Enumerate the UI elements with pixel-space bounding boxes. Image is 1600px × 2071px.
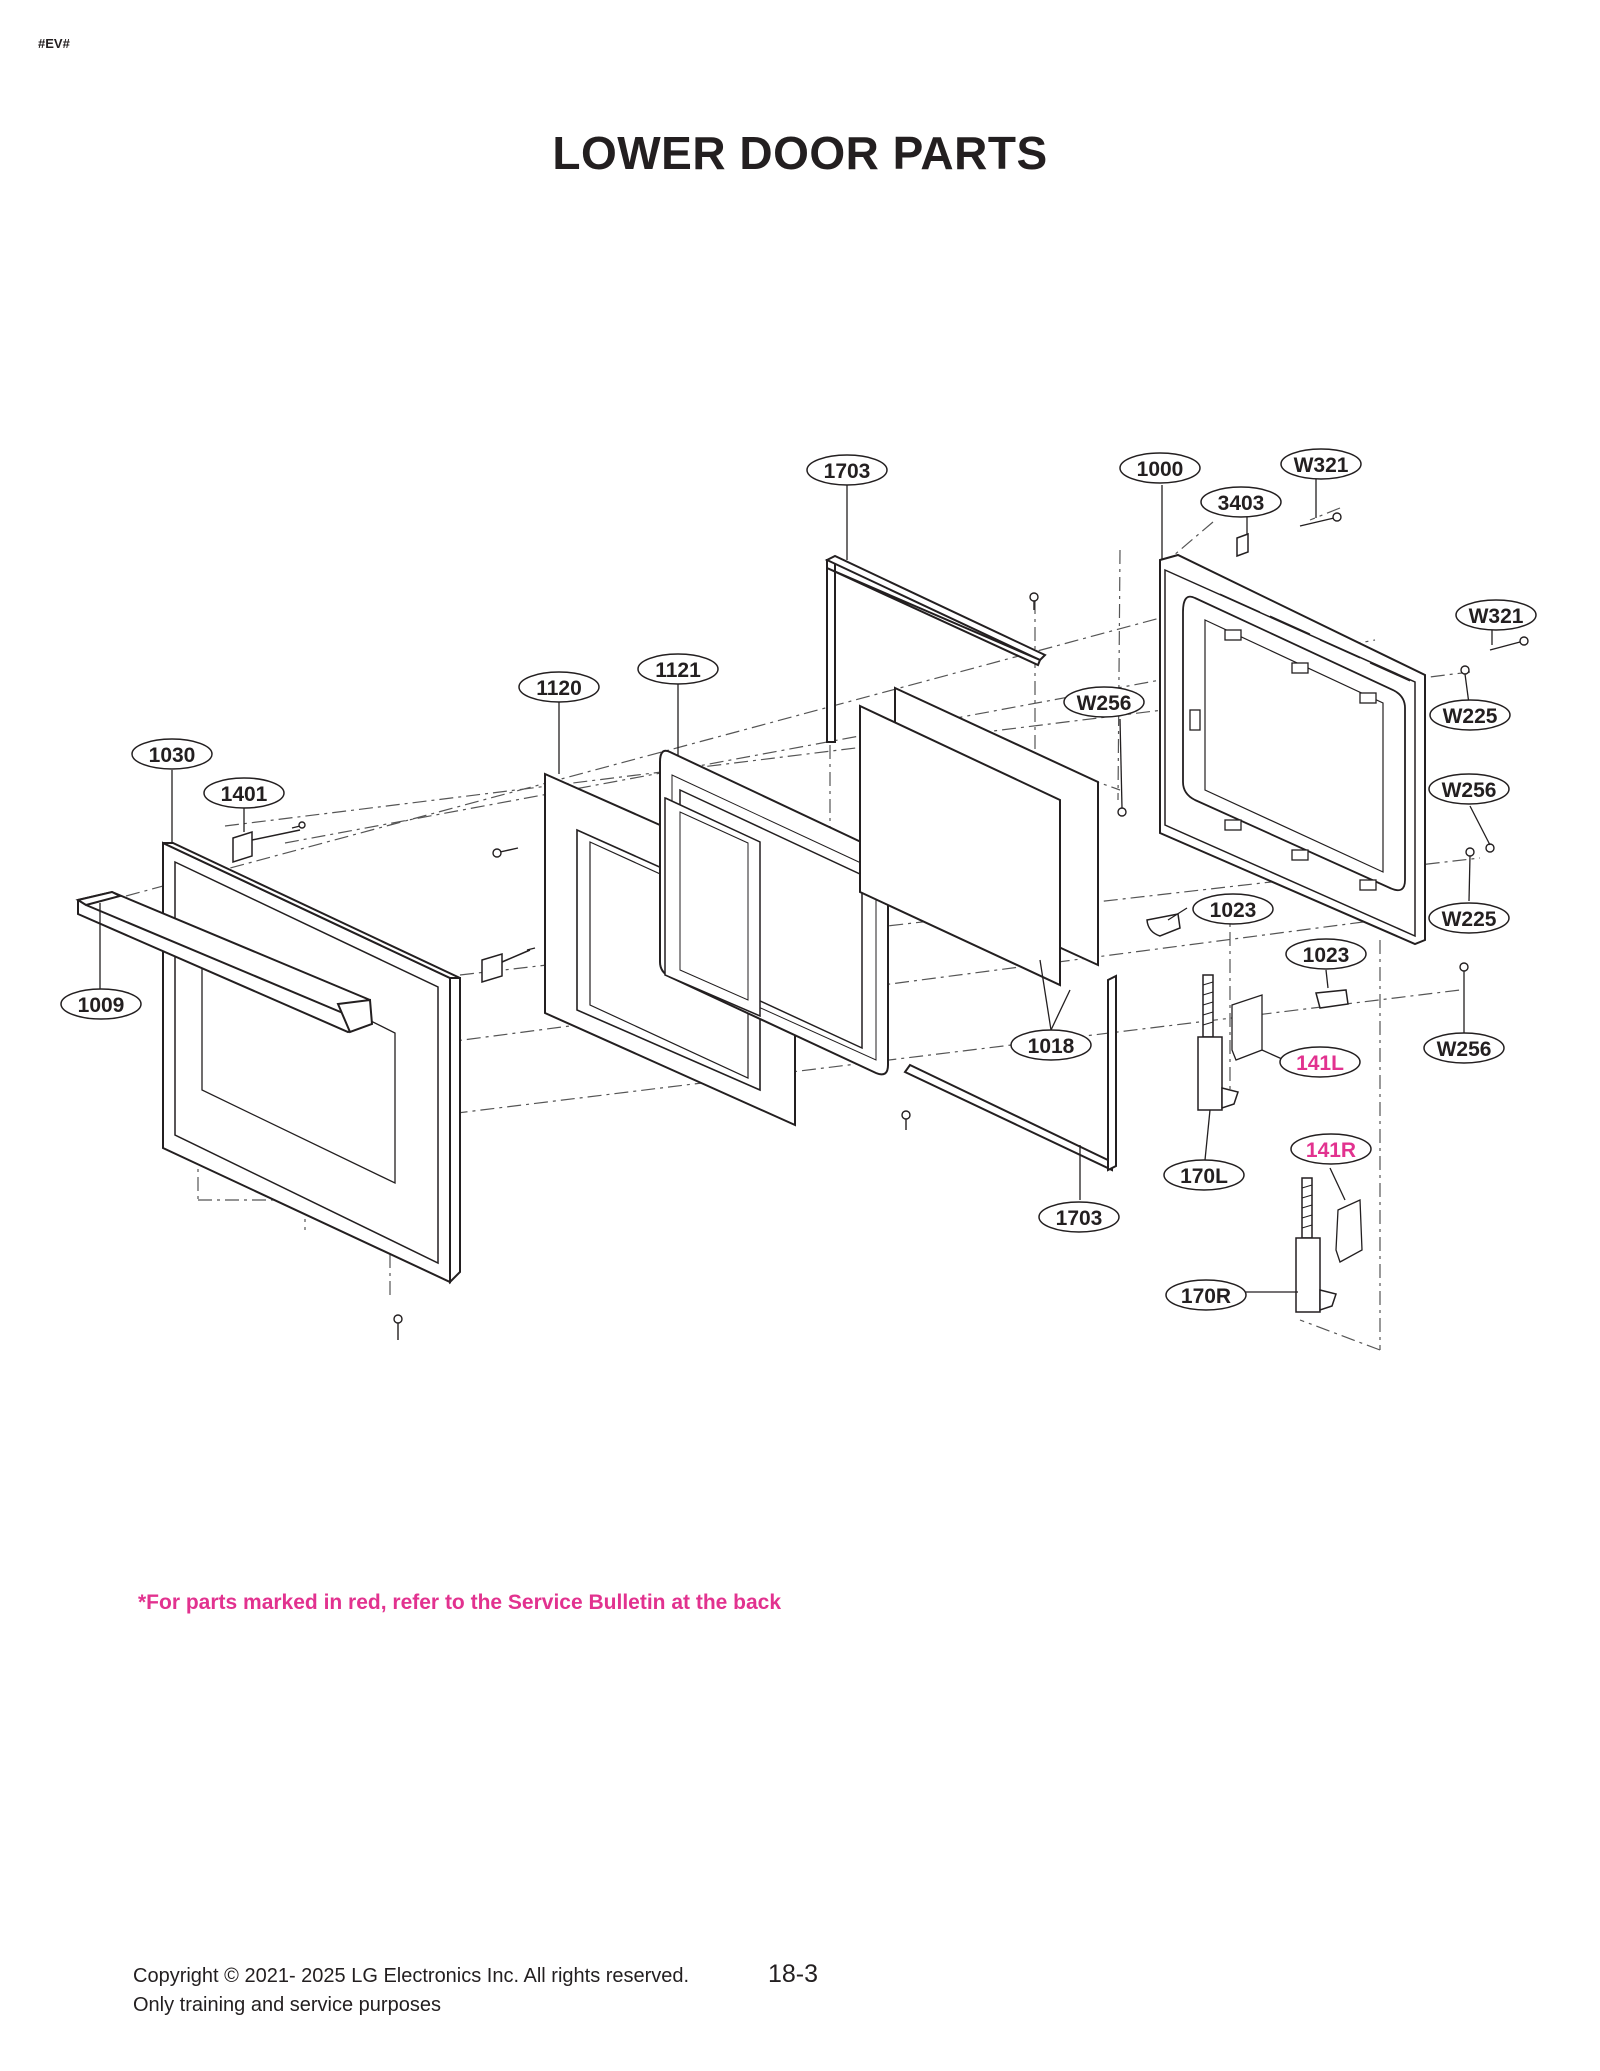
door-handle xyxy=(75,890,374,1034)
label-text: 1401 xyxy=(221,783,268,806)
label-text: 1009 xyxy=(78,994,125,1017)
label-text: 1120 xyxy=(536,677,582,700)
label-text: 1121 xyxy=(655,659,701,682)
label-text: 170L xyxy=(1180,1165,1228,1188)
label-1120: 1120 xyxy=(518,671,600,703)
label-text: 3403 xyxy=(1218,492,1265,515)
label-text: W321 xyxy=(1294,454,1349,477)
label-W321-right: W321 xyxy=(1455,599,1537,631)
label-W225-top: W225 xyxy=(1429,699,1511,731)
label-text: 141R xyxy=(1306,1139,1356,1162)
label-1121: 1121 xyxy=(637,653,719,685)
label-text: 1030 xyxy=(149,744,196,767)
hinge-part xyxy=(1197,974,1337,1313)
copyright-text: Copyright © 2021- 2025 LG Electronics In… xyxy=(133,1965,690,1987)
label-1023-a: 1023 xyxy=(1192,893,1274,925)
label-170L: 170L xyxy=(1163,1159,1245,1191)
label-text: 1023 xyxy=(1210,899,1257,922)
small-bracket xyxy=(1236,532,1249,558)
label-text: W225 xyxy=(1442,908,1497,931)
label-1703-top: 1703 xyxy=(806,454,888,486)
label-text: 1023 xyxy=(1303,944,1350,967)
page-title: LOWER DOOR PARTS xyxy=(552,127,1048,179)
label-W256-right: W256 xyxy=(1428,773,1510,805)
label-text: W256 xyxy=(1077,692,1132,715)
hinge-bracket xyxy=(1231,994,1363,1263)
label-text: W321 xyxy=(1469,605,1524,628)
glass-pane xyxy=(859,686,1099,987)
outer-door-panel xyxy=(162,841,461,1285)
door-liner xyxy=(1159,553,1426,946)
label-text: 170R xyxy=(1181,1285,1231,1308)
label-1018: 1018 xyxy=(1010,1029,1092,1061)
label-W321-top: W321 xyxy=(1280,448,1362,480)
label-1401: 1401 xyxy=(203,777,285,809)
label-1009: 1009 xyxy=(60,988,142,1020)
label-W256-bottom: W256 xyxy=(1423,1032,1505,1064)
document-code: #EV# xyxy=(38,36,70,51)
label-141R: 141R xyxy=(1290,1133,1372,1165)
label-text: 1703 xyxy=(1056,1207,1103,1230)
label-170R: 170R xyxy=(1165,1279,1247,1311)
label-text: 1000 xyxy=(1137,458,1184,481)
label-W225-bottom: W225 xyxy=(1428,902,1510,934)
service-bulletin-note: *For parts marked in red, refer to the S… xyxy=(138,1591,782,1614)
seal-strip xyxy=(824,554,1117,1172)
label-text: 1018 xyxy=(1028,1035,1075,1058)
label-141L: 141L xyxy=(1279,1046,1361,1078)
page-number: 18-3 xyxy=(768,1960,819,1988)
label-text: 141L xyxy=(1296,1052,1344,1075)
gasket-frame xyxy=(659,749,889,1076)
bracket-part xyxy=(232,829,531,984)
label-1703-bottom: 1703 xyxy=(1038,1201,1120,1233)
label-text: W225 xyxy=(1443,705,1498,728)
label-1030: 1030 xyxy=(131,738,213,770)
label-1000: 1000 xyxy=(1119,452,1201,484)
label-3403: 3403 xyxy=(1200,486,1282,518)
label-1023-b: 1023 xyxy=(1285,938,1367,970)
label-text: 1703 xyxy=(824,460,871,483)
leader-lines xyxy=(99,478,1493,1293)
label-text: W256 xyxy=(1442,779,1497,802)
cap-part xyxy=(1146,913,1349,1009)
label-text: W256 xyxy=(1437,1038,1492,1061)
purpose-text: Only training and service purposes xyxy=(133,1994,441,2016)
copyright-block: Copyright © 2021- 2025 LG Electronics In… xyxy=(133,1962,689,2020)
screw-set xyxy=(291,512,1529,1340)
label-W256-mid: W256 xyxy=(1063,686,1145,718)
